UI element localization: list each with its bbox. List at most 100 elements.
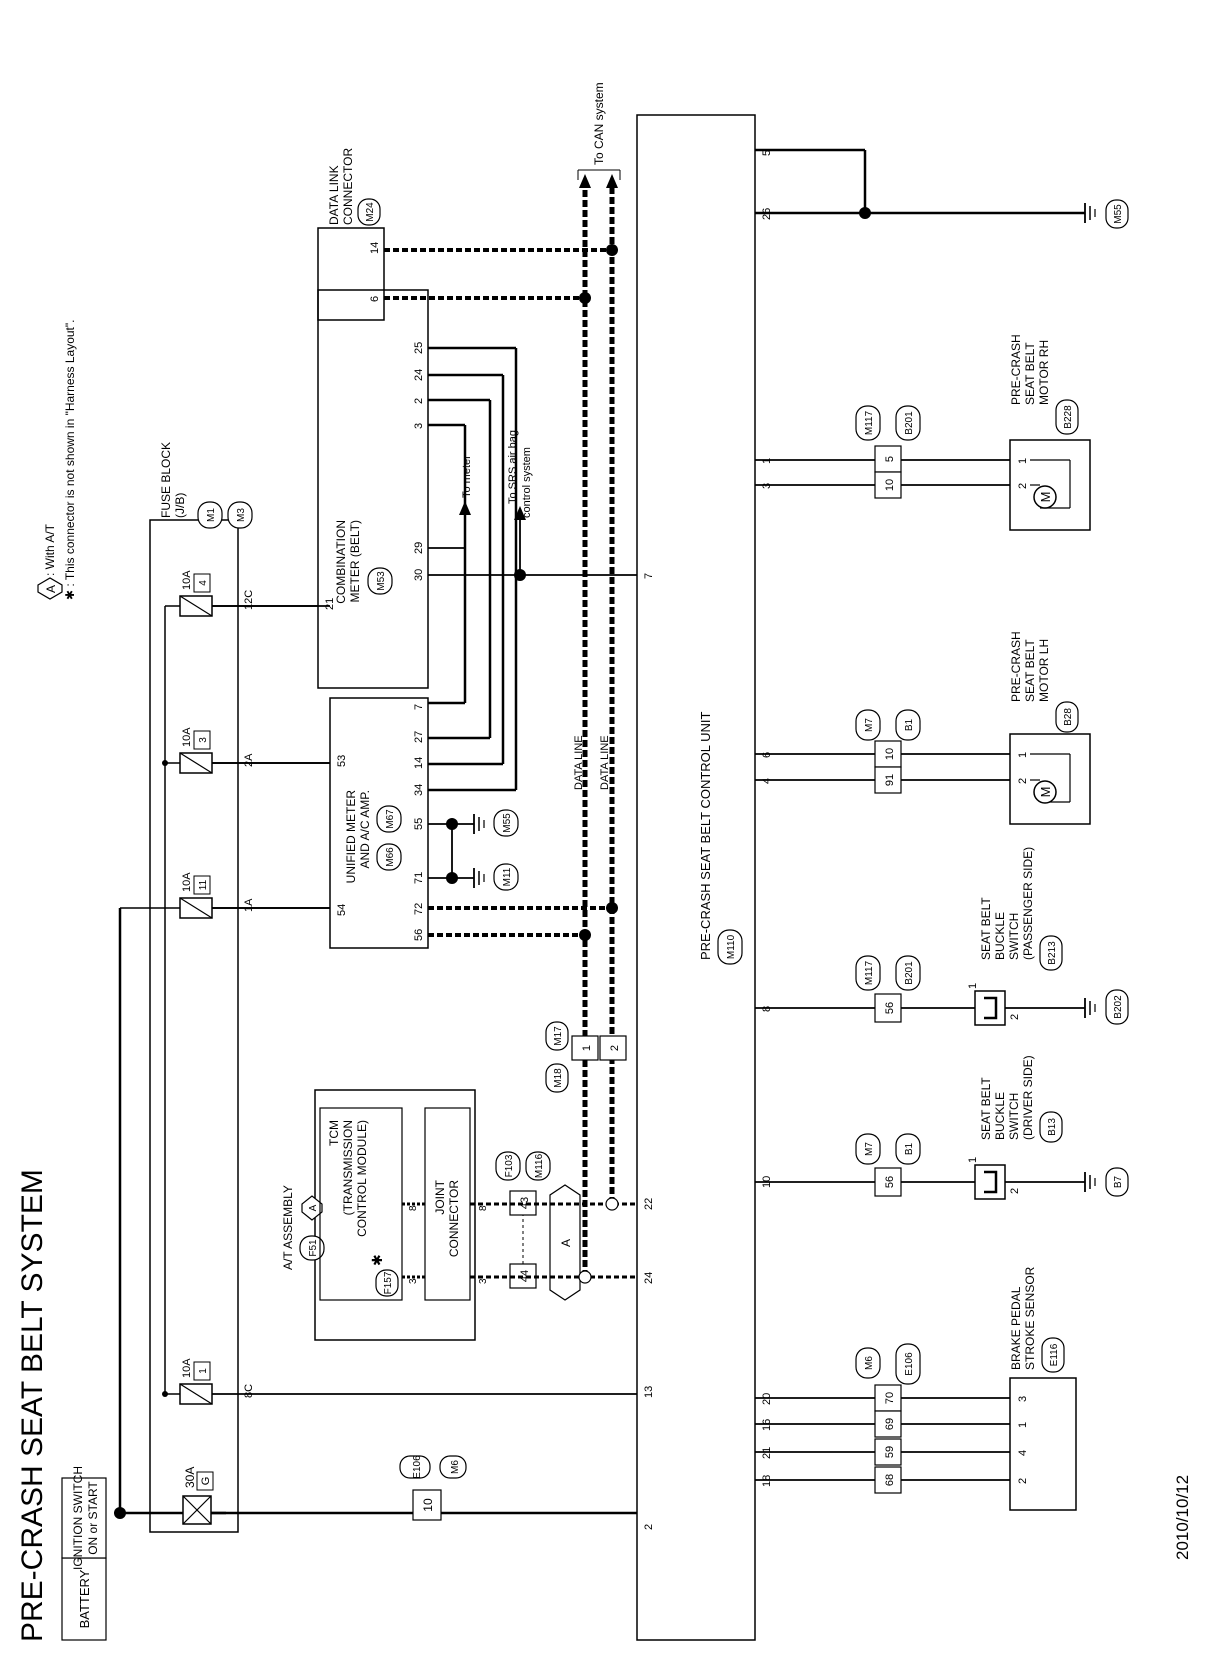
buckle-drv-conn-pin: 56 (884, 1176, 896, 1188)
motor-rh-connector: 5 10 M117 B201 (855, 405, 921, 499)
cm-pin-3: 3 (413, 423, 425, 429)
buckle-pass-ref: B213 (1047, 941, 1058, 965)
motor-lh-ref: B28 (1063, 708, 1074, 726)
brake-pedal-sensor: 3 1 4 2 BRAKE PEDAL STROKE SENSOR E116 (1009, 1266, 1077, 1511)
cm-pin-24: 24 (413, 369, 425, 381)
joint-conn-pin-44: 44 (519, 1270, 531, 1282)
fuse-10a-11: 10A 11 1A (179, 872, 255, 919)
buckle-pass-title-3: SWITCH (1007, 913, 1021, 960)
motor-lh-title-1: PRE-CRASH (1009, 631, 1023, 702)
battery: BATTERY (61, 1557, 107, 1641)
motor-rh: 1 2 M PRE-CRASH SEAT BELT MOTOR RH B228 (1009, 334, 1091, 531)
cu-pin-2: 2 (643, 1524, 655, 1530)
um-pin-14: 14 (413, 757, 425, 769)
buckle-pass-title-2: BUCKLE (993, 912, 1007, 960)
buckle-pass-conn-ref-2: B201 (904, 961, 915, 985)
fuse-4-out: 12C (243, 590, 255, 610)
motor-lh-conn-pin-10: 10 (884, 748, 896, 760)
motor-rh-ref: B228 (1063, 405, 1074, 429)
um-pin-7: 7 (413, 704, 425, 710)
control-unit-ref: M110 (726, 934, 737, 959)
fuse-3-num: 3 (198, 737, 209, 743)
legend-symbol: A (44, 585, 58, 593)
svg-text:✱: ✱ (369, 1254, 385, 1266)
motor-lh-title-2: SEAT BELT (1023, 639, 1037, 702)
tcm-title-3: CONTROL MODULE) (355, 1120, 369, 1237)
diagram-date: 2010/10/12 (1173, 1475, 1192, 1560)
data-link-connector: DATA LINK CONNECTOR M24 14 6 (317, 148, 385, 321)
motor-lh-pin-1: 1 (1017, 752, 1029, 758)
fuse-block-ref-2: M3 (236, 508, 247, 522)
m17-pin-1: 1 (581, 1045, 593, 1051)
ground-m55-unit: M55 (1084, 199, 1129, 229)
combination-meter: COMBINATION METER (BELT) M53 21 3 2 24 2… (317, 289, 429, 689)
joint-conn-ref-1: F103 (504, 1154, 515, 1177)
buckle-pass-conn-pin: 56 (884, 1002, 896, 1014)
unified-meter-ref-2: M67 (385, 809, 396, 829)
fuse-11-num: 11 (198, 879, 209, 890)
ground-m55-unit-label: M55 (1113, 204, 1124, 224)
ground-b202-label: B202 (1113, 995, 1124, 1019)
um-pin-54: 54 (336, 904, 348, 916)
buckle-drv-ref: B13 (1047, 1118, 1058, 1136)
can-data-lines: To CAN system DATA LINE DATA LINE (573, 82, 621, 1284)
cu-pin-26: 26 (761, 208, 773, 220)
data-line-label-2: DATA LINE (599, 735, 611, 790)
fuse-block-title-2: (J/B) (173, 493, 187, 518)
tcm-title-1: TCM (327, 1120, 341, 1146)
brake-pin-3: 3 (1017, 1396, 1029, 1402)
buckle-pass-pin-2: 2 (1009, 1014, 1021, 1020)
motor-rh-conn-pin-10: 10 (884, 479, 896, 491)
ground-m11-label: M11 (502, 867, 513, 886)
buckle-drv-title-2: BUCKLE (993, 1092, 1007, 1140)
fuse-block: FUSE BLOCK (J/B) M1 M3 (120, 442, 253, 1533)
fuse-1-rating: 10A (181, 1358, 193, 1378)
ground-b202: B202 (1084, 989, 1129, 1025)
m17-m18-connector: 1 2 M17 M18 (545, 1021, 627, 1093)
fuse-1-num: 1 (198, 1368, 209, 1374)
cu-pin-22: 22 (643, 1198, 655, 1210)
cm-pin-2: 2 (413, 398, 425, 404)
brake-connector: 70 69 59 68 M6 E106 (855, 1343, 921, 1494)
joint-conn-ref-2: M116 (534, 1153, 545, 1178)
cu-pin-5: 5 (761, 150, 773, 156)
tcm-ref: F157 (383, 1271, 394, 1294)
buckle-pass-conn-ref-1: M117 (864, 960, 875, 985)
motor-rh-conn-ref-1: M117 (864, 410, 875, 435)
ground-m55-meter-label: M55 (502, 813, 513, 833)
combo-meter-title-1: COMBINATION (334, 520, 348, 604)
buckle-drv-title-4: (DRIVER SIDE) (1021, 1055, 1035, 1140)
ignition-label-1: IGNITION SWITCH (71, 1466, 85, 1570)
fuse-3-rating: 10A (181, 727, 193, 747)
meter-note: To meter (461, 455, 473, 498)
combo-meter-ref: M53 (376, 571, 387, 591)
cu-pin-24: 24 (643, 1272, 655, 1284)
srs-note-1: To SRS air bag (507, 430, 519, 504)
joint-pin-3: 3 (478, 1278, 489, 1284)
dlc-pin-14: 14 (369, 242, 381, 254)
buckle-drv-switch: 1 2 SEAT BELT BUCKLE SWITCH (DRIVER SIDE… (967, 1055, 1063, 1200)
fuse-4-rating: 10A (181, 570, 193, 590)
unified-meter: UNIFIED METER AND A/C AMP. M66 M67 53 54… (329, 697, 429, 949)
cu-pin-21: 21 (761, 1447, 773, 1459)
buckle-pass-pin-1: 1 (967, 983, 979, 989)
motor-rh-pin-1: 1 (1017, 458, 1029, 464)
brake-conn-pin-59: 59 (884, 1446, 896, 1458)
tcm-pin-8: 8 (408, 1205, 419, 1211)
brake-conn-ref-2: E106 (904, 1352, 915, 1376)
fuse-10a-4: 10A 4 12C (179, 570, 255, 617)
cu-pin-1: 1 (761, 458, 773, 464)
buckle-drv-pin-1: 1 (967, 1157, 979, 1163)
brake-ref: E116 (1049, 1343, 1060, 1366)
dlc-title-1: DATA LINK (327, 165, 341, 225)
control-unit-title: PRE-CRASH SEAT BELT CONTROL UNIT (698, 711, 713, 960)
cu-pin-7: 7 (643, 573, 655, 579)
dlc-title-2: CONNECTOR (341, 148, 355, 225)
motor-lh-pin-2: 2 (1017, 778, 1029, 784)
cu-pin-18: 18 (761, 1475, 773, 1487)
ground-b7-label: B7 (1113, 1175, 1124, 1188)
buckle-pass-switch: 1 2 SEAT BELT BUCKLE SWITCH (PASSENGER S… (967, 847, 1063, 1026)
ground-b7: B7 (1084, 1167, 1129, 1197)
joint-conn-pin-43: 43 (519, 1197, 531, 1209)
